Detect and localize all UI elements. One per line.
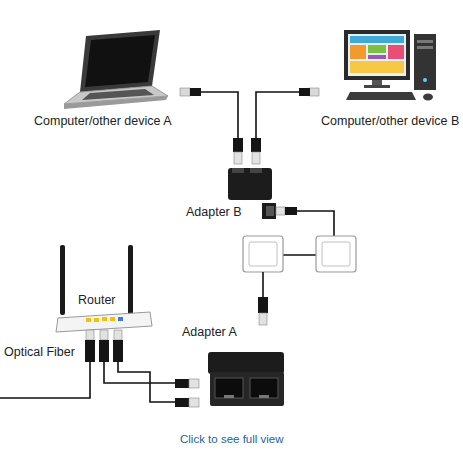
device-label: Computer/other device B bbox=[321, 114, 459, 129]
desktop-computer-icon bbox=[344, 30, 436, 101]
wall-plate bbox=[243, 236, 356, 272]
device-label: Computer/other device A bbox=[34, 114, 172, 129]
adapter-label: Adapter A bbox=[182, 325, 237, 340]
laptop-icon bbox=[64, 30, 168, 109]
fiber-label: Optical Fiber bbox=[4, 345, 75, 360]
rj45-plug bbox=[180, 88, 319, 96]
rj45-plug bbox=[233, 138, 261, 164]
rj45-plug bbox=[276, 207, 297, 215]
adapter-label: Adapter B bbox=[186, 205, 242, 220]
link-caption: Click to see full view bbox=[180, 432, 284, 447]
router-icon bbox=[56, 245, 152, 332]
rj45-plug bbox=[258, 272, 268, 325]
rj45-plug bbox=[175, 379, 199, 407]
splitter-adapter bbox=[208, 352, 284, 406]
router-label: Router bbox=[78, 293, 116, 308]
rj45-plug bbox=[85, 330, 123, 362]
ethernet-cable bbox=[0, 92, 334, 402]
